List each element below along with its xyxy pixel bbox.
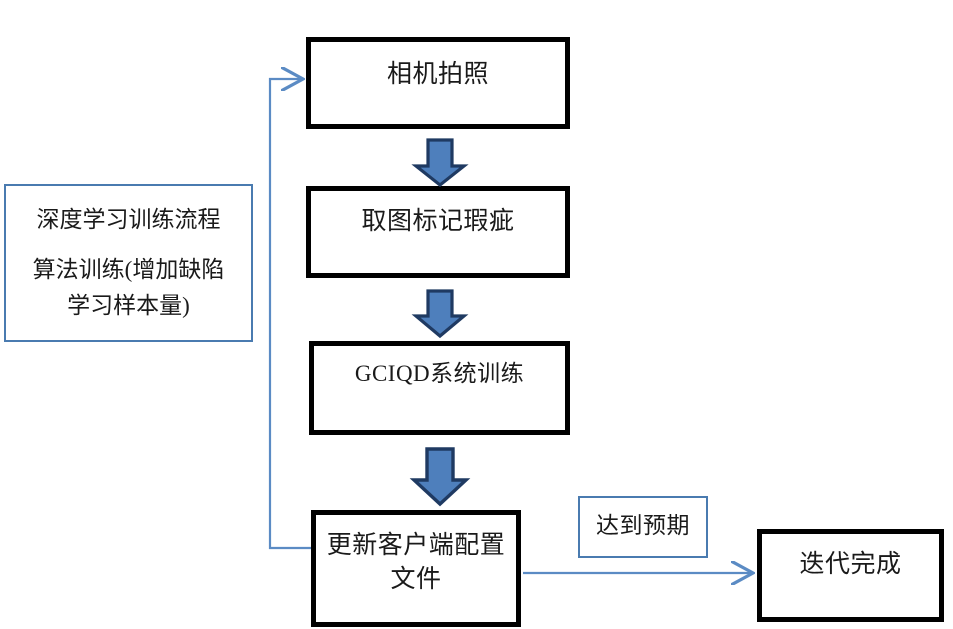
iteration-complete-step[interactable]: 迭代完成 bbox=[757, 529, 944, 622]
camera-capture-step[interactable]: 相机拍照 bbox=[306, 37, 570, 129]
note-title-text: 深度学习训练流程 bbox=[36, 207, 221, 232]
gciqd-system-training-step-label: GCIQD系统训练 bbox=[354, 361, 525, 386]
update-client-config-file-step-label: 更新客户端配置 文件 bbox=[326, 532, 506, 593]
meets-expectation-condition-label: 达到预期 bbox=[596, 513, 690, 538]
camera-capture-step-label: 相机拍照 bbox=[386, 61, 489, 88]
gciqd-system-training-step[interactable]: GCIQD系统训练 bbox=[309, 341, 570, 435]
arrow-train-to-update[interactable] bbox=[409, 447, 471, 507]
deep-learning-training-note[interactable]: 深度学习训练流程 算法训练(增加缺陷 学习样本量) bbox=[4, 184, 253, 342]
note-detail-text: 算法训练(增加缺陷 学习样本量) bbox=[32, 257, 225, 318]
arrow-capture-to-annotate[interactable] bbox=[411, 138, 469, 188]
arrow-annotate-to-train[interactable] bbox=[411, 289, 469, 339]
meets-expectation-condition[interactable]: 达到预期 bbox=[578, 496, 708, 558]
image-defect-annotation-step[interactable]: 取图标记瑕疵 bbox=[306, 186, 570, 278]
image-defect-annotation-step-label: 取图标记瑕疵 bbox=[361, 208, 515, 235]
update-client-config-file-step[interactable]: 更新客户端配置 文件 bbox=[311, 510, 521, 627]
iteration-complete-step-label: 迭代完成 bbox=[799, 551, 902, 578]
feedback-loop-update-to-capture[interactable] bbox=[268, 79, 311, 550]
